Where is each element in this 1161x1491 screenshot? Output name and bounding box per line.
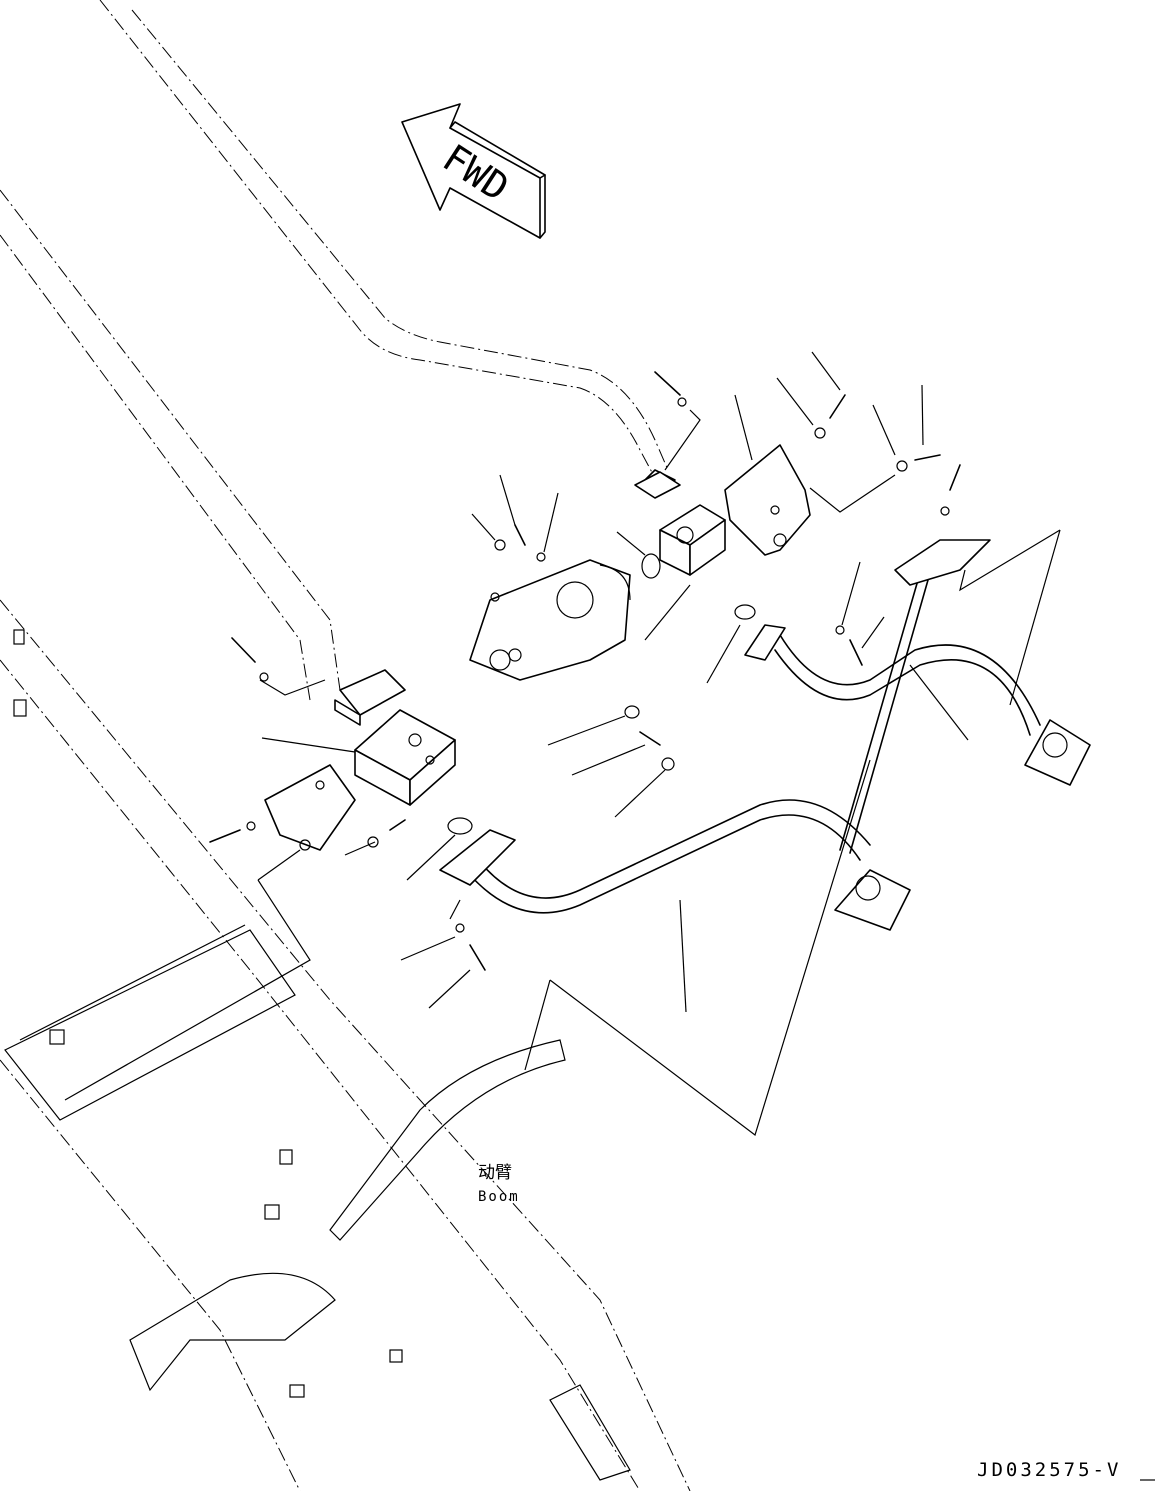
boom-outline bbox=[0, 0, 691, 1491]
fasteners bbox=[209, 371, 961, 971]
bracket-left bbox=[264, 764, 356, 851]
block-right bbox=[659, 504, 726, 576]
drawing-code: JD032575-V bbox=[977, 1459, 1121, 1481]
lower-pipe bbox=[439, 799, 911, 931]
main-valve bbox=[469, 559, 631, 681]
bracket-right bbox=[724, 444, 811, 556]
leader-lines bbox=[64, 351, 1061, 1136]
boom-plates bbox=[4, 629, 631, 1481]
block-valve-left bbox=[354, 709, 456, 806]
long-rod bbox=[839, 539, 991, 854]
left-flange bbox=[334, 669, 406, 726]
right-pipe bbox=[744, 624, 1091, 786]
boom-label-cn: 动臂 bbox=[478, 1163, 512, 1183]
fwd-arrow: FWD bbox=[401, 103, 546, 239]
boom-label-en: Boom bbox=[478, 1189, 520, 1205]
upper-pipe bbox=[634, 469, 681, 499]
